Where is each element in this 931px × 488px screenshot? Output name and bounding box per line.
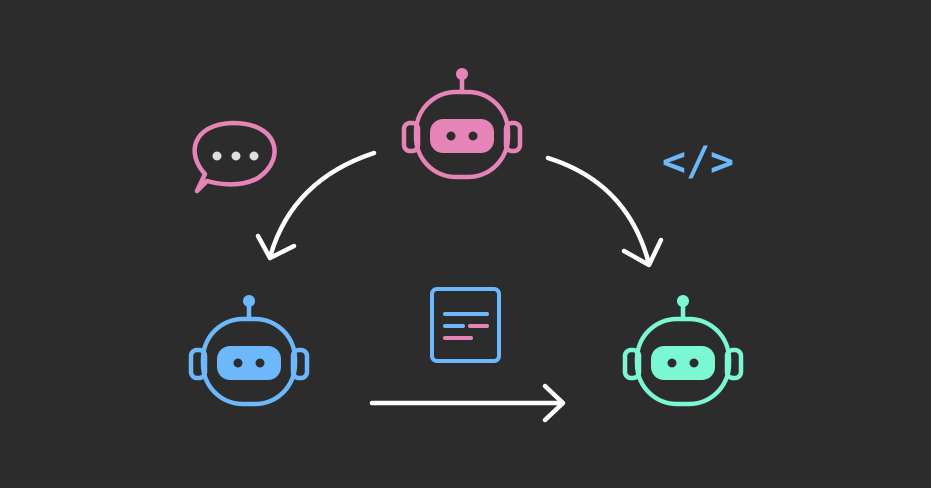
edge-top-to-right-arrowhead (621, 237, 664, 268)
edge-left-to-right (369, 383, 566, 423)
code-icon: </> (662, 139, 734, 185)
edge-top-to-left-line (267, 150, 377, 260)
robot-icon-left (191, 295, 307, 404)
document-icon (430, 287, 501, 363)
robot-icon-right (625, 295, 741, 404)
chat-bubble-icon (192, 120, 277, 194)
edge-top-to-left (255, 150, 377, 261)
edge-top-to-right-line (545, 155, 652, 267)
edge-left-to-right-arrowhead (542, 383, 566, 423)
edge-top-to-right (545, 155, 664, 268)
edge-top-to-left-arrowhead (255, 233, 297, 261)
robot-icon-top (404, 68, 520, 177)
